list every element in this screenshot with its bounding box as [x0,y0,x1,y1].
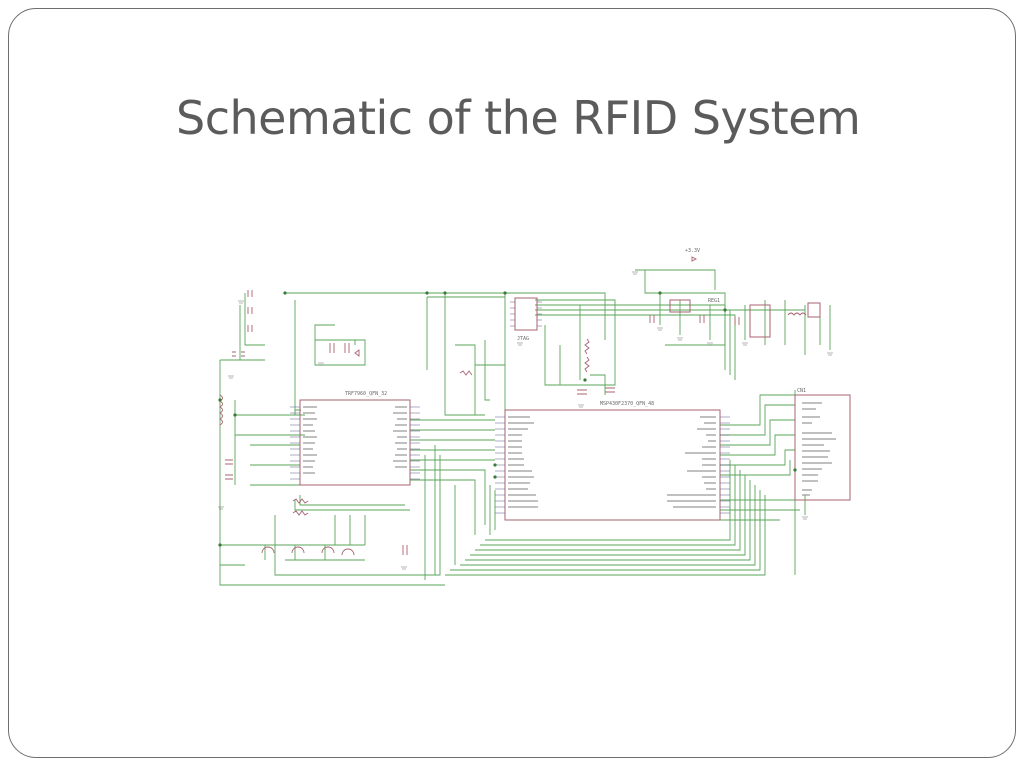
crystal-diode [354,349,360,357]
resistor-mid [459,370,473,376]
rf-chip-label: TRF7960_QFN_32 [345,391,387,397]
regulator-label: REG1 [708,298,720,304]
power-inductor [787,312,807,316]
schematic-wires [219,269,831,586]
mcu-label: MSP430F2370_QFN_48 [600,401,654,407]
schematic-chips [299,297,851,521]
voltage-ic [749,304,771,338]
jtag-label: JTAG [517,336,529,342]
power-caps [649,315,740,325]
slide-title: Schematic of the RFID System [176,91,861,145]
passive-components [219,256,807,556]
schematic-labels: TRF7960_QFN_32 MSP430F2370_QFN_48 REG1 C… [345,248,806,407]
resistors-jtag [584,338,590,373]
power-label: +3.3V [685,248,700,254]
regulator-chip [669,299,691,313]
capacitors-mcu [577,387,615,395]
power-diode [691,256,698,262]
capacitors-lower-left [225,459,233,480]
rfid-schematic-diagram: TRF7960_QFN_32 MSP430F2370_QFN_48 REG1 C… [205,245,855,590]
connector-block [794,394,851,501]
led-part [807,302,821,318]
capacitors-left [232,351,245,357]
wire-junctions [218,291,797,547]
slide-frame [8,8,1016,758]
connector-label: CN1 [797,388,806,394]
crystal-caps [329,343,350,353]
chip-pins [290,301,730,514]
capacitors-top-left [247,290,253,332]
pin-text [303,402,836,508]
resistors-lower [292,498,309,516]
led-indicators [261,546,355,556]
capacitor-bottom [402,545,408,555]
ground-symbols [218,271,833,570]
rf-reader-chip [299,399,411,486]
jtag-header [514,297,538,331]
schematic-canvas: TRF7960_QFN_32 MSP430F2370_QFN_48 REG1 C… [218,248,851,586]
mcu-chip [504,409,721,521]
